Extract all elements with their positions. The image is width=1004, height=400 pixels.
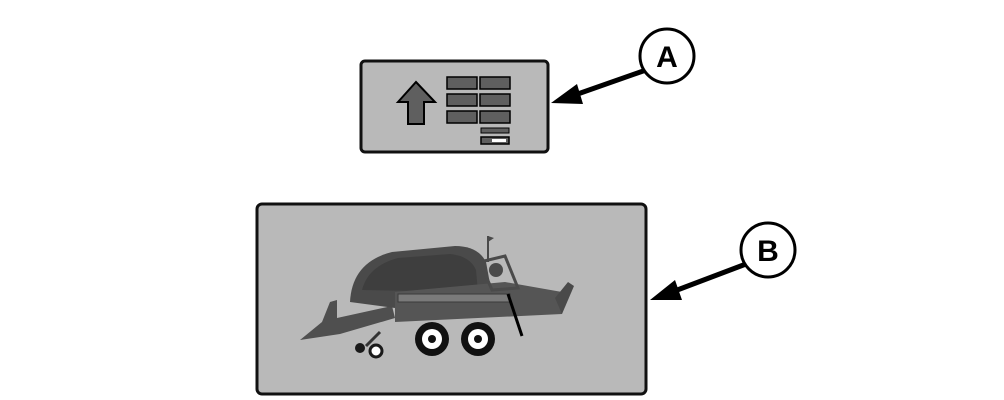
baler-lever bbox=[506, 293, 524, 337]
callout-a-leader bbox=[571, 67, 647, 99]
main-wheel-front bbox=[415, 322, 449, 356]
bale-stack-icon bbox=[446, 76, 511, 124]
large-square-baler-icon bbox=[300, 236, 574, 359]
callout-b-circle bbox=[739, 221, 797, 279]
bale-chute bbox=[555, 282, 574, 314]
callout-b-arrowhead bbox=[650, 280, 682, 300]
baler-frame bbox=[477, 254, 521, 292]
baler-knotter bbox=[489, 263, 503, 277]
baler-housing-shade bbox=[362, 254, 478, 292]
level-indicator-fill bbox=[492, 139, 506, 142]
pickup-arm bbox=[364, 330, 382, 348]
level-bar-icon bbox=[480, 127, 510, 134]
pickup-wheel-2 bbox=[368, 343, 384, 359]
bale-chamber-stripe bbox=[397, 293, 511, 303]
baler-button[interactable] bbox=[255, 202, 648, 396]
baler-flag bbox=[488, 236, 494, 242]
stack-button[interactable] bbox=[359, 59, 550, 154]
callout-b: B bbox=[650, 221, 797, 300]
up-arrow-bale-stack-icon bbox=[395, 76, 511, 145]
callout-a-arrowhead bbox=[551, 84, 583, 104]
up-arrow-icon bbox=[395, 80, 438, 125]
callout-b-letter: B bbox=[757, 235, 779, 268]
callout-a: A bbox=[551, 27, 696, 104]
baler-tongue bbox=[300, 300, 395, 340]
main-wheel-rear bbox=[461, 322, 495, 356]
pickup-wheel-1 bbox=[355, 343, 365, 353]
callout-a-letter: A bbox=[656, 41, 678, 74]
callout-a-circle bbox=[638, 27, 696, 85]
callout-b-leader bbox=[671, 261, 747, 295]
